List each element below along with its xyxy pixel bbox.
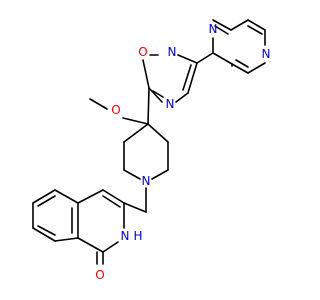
atom-label-amide-n: N bbox=[121, 229, 130, 243]
bond bbox=[235, 59, 249, 68]
bond bbox=[230, 19, 249, 31]
molecule-canvas: N N O N N O N H N O bbox=[32, 19, 270, 282]
bond bbox=[102, 241, 119, 253]
bond bbox=[37, 225, 56, 236]
atom-labels-layer: N N O N N O N H N O bbox=[95, 22, 270, 282]
atom-label-methoxy-o: O bbox=[111, 103, 120, 117]
bond bbox=[212, 52, 233, 65]
bond bbox=[247, 25, 263, 35]
bond bbox=[123, 169, 141, 180]
bond bbox=[231, 63, 249, 74]
bond bbox=[123, 123, 149, 143]
bond bbox=[77, 237, 104, 253]
bond bbox=[123, 202, 147, 213]
bond bbox=[177, 54, 198, 64]
bond bbox=[54, 237, 79, 242]
bond bbox=[89, 98, 108, 110]
bond bbox=[214, 25, 229, 35]
bond bbox=[102, 195, 121, 208]
atom-label-amide-nh-h: H bbox=[133, 229, 142, 243]
bond bbox=[37, 195, 56, 207]
atom-label-pyrazine-n-top: N bbox=[209, 22, 218, 36]
bond bbox=[54, 189, 79, 204]
bond bbox=[32, 227, 56, 242]
bond bbox=[32, 189, 56, 204]
molecule-structure: N N O N N O N H N O bbox=[32, 19, 270, 282]
atom-label-oxadiazole-n-right: N bbox=[168, 45, 177, 59]
bond bbox=[247, 62, 266, 74]
bond bbox=[247, 19, 266, 31]
bonds-layer bbox=[32, 19, 266, 265]
atom-label-piperidine-n: N bbox=[142, 174, 151, 188]
bond bbox=[187, 62, 198, 94]
bond bbox=[151, 169, 169, 180]
bond bbox=[152, 90, 164, 98]
atom-label-pyrazine-n-right: N bbox=[262, 47, 271, 61]
bond bbox=[196, 52, 214, 64]
bond bbox=[142, 59, 150, 89]
atom-label-oxadiazole-n-bottom: N bbox=[166, 97, 175, 111]
bond bbox=[147, 87, 150, 125]
bond bbox=[148, 87, 163, 103]
bond bbox=[212, 19, 232, 31]
bond bbox=[182, 64, 192, 91]
bond bbox=[122, 117, 149, 125]
bond bbox=[147, 123, 169, 143]
bond bbox=[102, 189, 125, 204]
atom-label-oxadiazole-o: O bbox=[138, 45, 147, 59]
bond bbox=[77, 189, 104, 204]
atom-label-carbonyl-o: O bbox=[95, 268, 104, 282]
bond bbox=[175, 92, 189, 103]
